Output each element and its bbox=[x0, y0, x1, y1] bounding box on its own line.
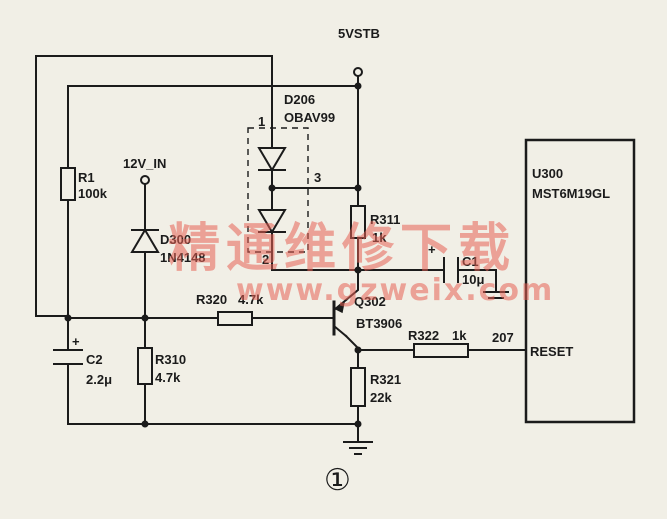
junction-dot bbox=[354, 420, 362, 428]
u300-ic-box bbox=[524, 138, 636, 424]
label-u300-part: MST6M19GL bbox=[532, 186, 610, 201]
d206-lower-diode-icon bbox=[257, 209, 287, 234]
label-d300: D300 bbox=[160, 232, 191, 247]
label-r322: R322 bbox=[408, 328, 439, 343]
label-5vstb: 5VSTB bbox=[338, 26, 380, 41]
watermark-text: 精通维修下载 bbox=[168, 219, 516, 279]
d206-upper-diode-icon bbox=[257, 147, 287, 172]
junction-dot bbox=[268, 184, 276, 192]
wire-ground-rail bbox=[67, 375, 359, 425]
label-c2-value: 2.2μ bbox=[86, 372, 112, 387]
label-r310-value: 4.7k bbox=[155, 370, 181, 385]
label-d206: D206 bbox=[284, 92, 315, 107]
label-r321: R321 bbox=[370, 372, 401, 387]
r1-resistor bbox=[60, 167, 76, 201]
label-d206-pin2: 2 bbox=[262, 252, 269, 267]
label-c1-value: 10μ bbox=[462, 272, 484, 287]
watermark-url: www.gzweix.com bbox=[236, 273, 554, 308]
junction-dot bbox=[141, 314, 149, 322]
label-net-207: 207 bbox=[492, 330, 514, 345]
junction-dot bbox=[64, 314, 72, 322]
label-12v-in: 12V_IN bbox=[123, 156, 166, 171]
label-r320: R320 bbox=[196, 292, 227, 307]
junctions bbox=[64, 82, 362, 428]
label-q302: Q302 bbox=[354, 294, 386, 309]
q302-transistor-icon bbox=[332, 298, 348, 338]
label-r310: R310 bbox=[155, 352, 186, 367]
junction-dot bbox=[354, 346, 362, 354]
ground-icon bbox=[343, 441, 373, 455]
figure-number: ① bbox=[324, 463, 351, 498]
r320-resistor bbox=[217, 311, 253, 326]
d206-package-outline bbox=[247, 127, 309, 253]
wire-c1-gnd bbox=[457, 269, 497, 291]
label-r1: R1 bbox=[78, 170, 95, 185]
label-d206-pin3: 3 bbox=[314, 170, 321, 185]
c1-capacitor-icon bbox=[443, 257, 459, 283]
ground-icon bbox=[483, 291, 509, 299]
label-r320-value: 4.7k bbox=[238, 292, 264, 307]
label-r322-value: 1k bbox=[452, 328, 467, 343]
label-reset-pin: RESET bbox=[530, 344, 573, 359]
label-r1-value: 100k bbox=[78, 186, 108, 201]
label-c2-plus: + bbox=[72, 334, 80, 349]
label-c1: C1 bbox=[462, 254, 479, 269]
label-u300: U300 bbox=[532, 166, 563, 181]
junction-dot bbox=[354, 184, 362, 192]
label-d206-pin1: 1 bbox=[258, 114, 265, 129]
c2-capacitor-icon bbox=[53, 349, 83, 377]
wire-r1-top bbox=[67, 85, 359, 169]
r310-resistor bbox=[137, 347, 153, 385]
r322-resistor bbox=[413, 343, 469, 358]
label-r321-value: 22k bbox=[370, 390, 392, 405]
junction-dot bbox=[354, 82, 362, 90]
label-r311-value: 1k bbox=[372, 230, 387, 245]
label-c1-plus: + bbox=[428, 242, 436, 257]
terminal-12v-in bbox=[140, 175, 150, 185]
terminal-5vstb bbox=[353, 67, 363, 77]
label-q302-part: BT3906 bbox=[356, 316, 402, 331]
junction-dot bbox=[141, 420, 149, 428]
d300-diode-icon bbox=[130, 228, 160, 253]
label-c2: C2 bbox=[86, 352, 103, 367]
r321-resistor bbox=[350, 367, 366, 407]
label-d206-part: OBAV99 bbox=[284, 110, 335, 125]
wire-outer-loop bbox=[35, 55, 273, 317]
label-d300-part: 1N4148 bbox=[160, 250, 206, 265]
label-r311: R311 bbox=[370, 212, 400, 227]
wire-q302-emitter bbox=[344, 269, 359, 302]
